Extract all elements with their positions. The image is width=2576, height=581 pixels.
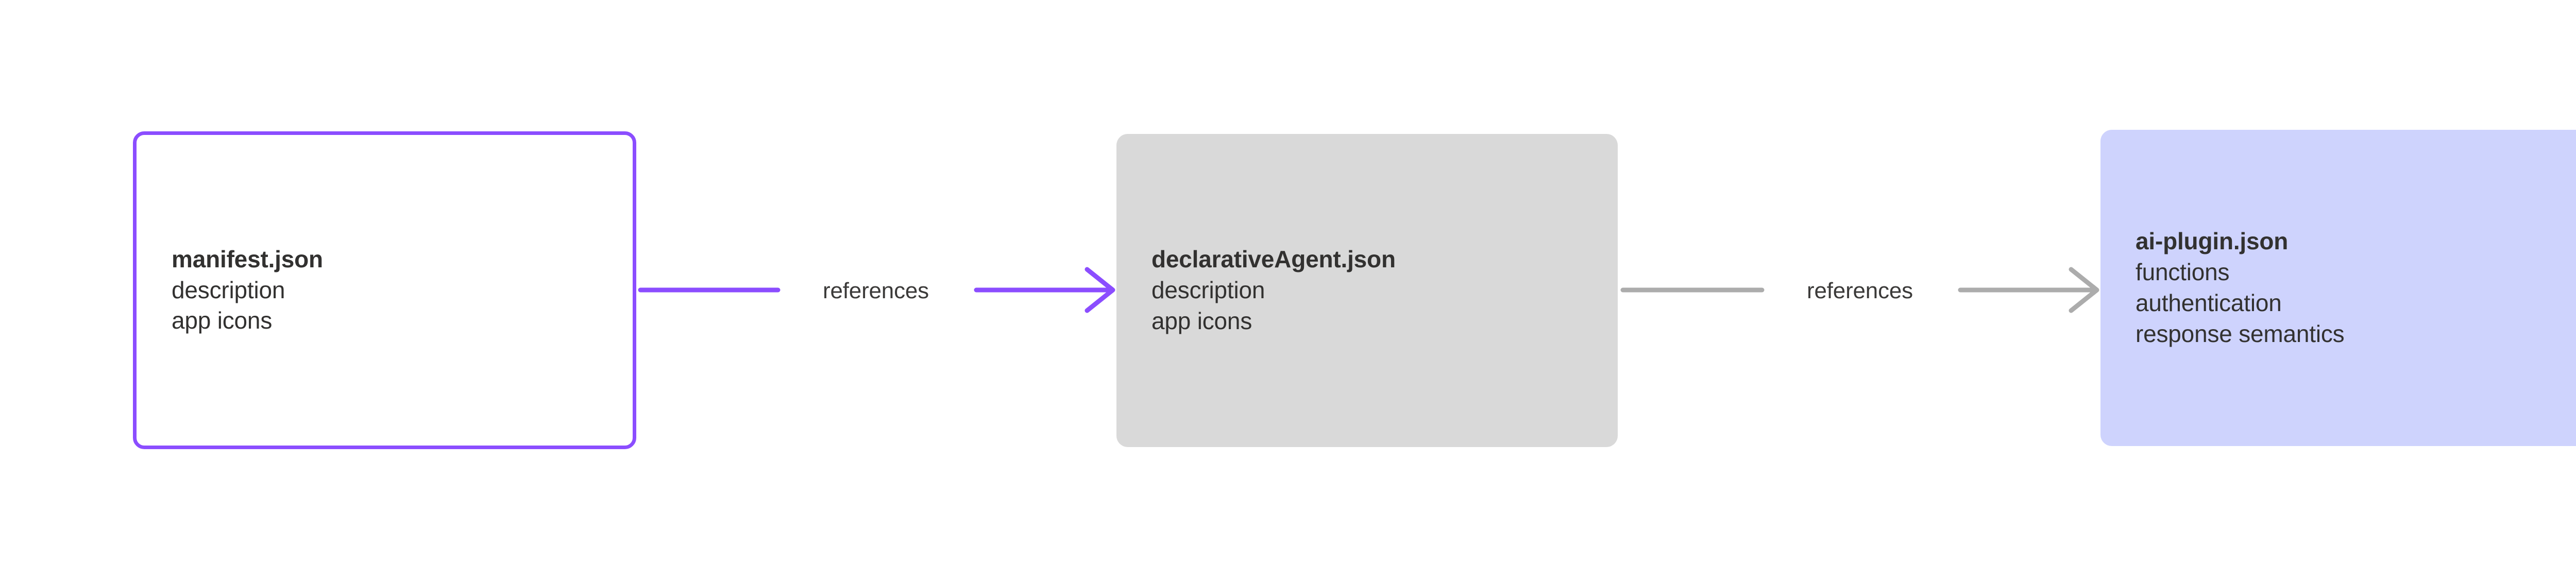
node-manifest-json-line-1: description [172,276,285,303]
node-manifest-json-title: manifest.json [172,245,323,272]
node-declarative-agent-json-title: declarativeAgent.json [1151,246,1396,273]
edge-1-label: references [823,278,929,303]
edge-2-arrowhead [2069,267,2099,313]
node-ai-plugin-json[interactable]: ai-plugin.json functions authentication … [2100,130,2576,446]
node-declarative-agent-json-line-1: description [1151,277,1265,304]
node-manifest-json[interactable]: manifest.json description app icons [133,131,636,449]
node-ai-plugin-json-line-3: response semantics [2136,320,2345,347]
edge-2-label: references [1807,278,1913,303]
node-ai-plugin-json-line-2: authentication [2136,289,2282,316]
node-manifest-json-line-2: app icons [172,307,273,334]
edge-1-arrowhead [1084,267,1115,313]
node-ai-plugin-json-title: ai-plugin.json [2136,228,2289,255]
node-ai-plugin-json-line-1: functions [2136,259,2230,286]
node-declarative-agent-json-line-2: app icons [1151,307,1252,334]
node-declarative-agent-json[interactable]: declarativeAgent.json description app ic… [1116,134,1618,447]
